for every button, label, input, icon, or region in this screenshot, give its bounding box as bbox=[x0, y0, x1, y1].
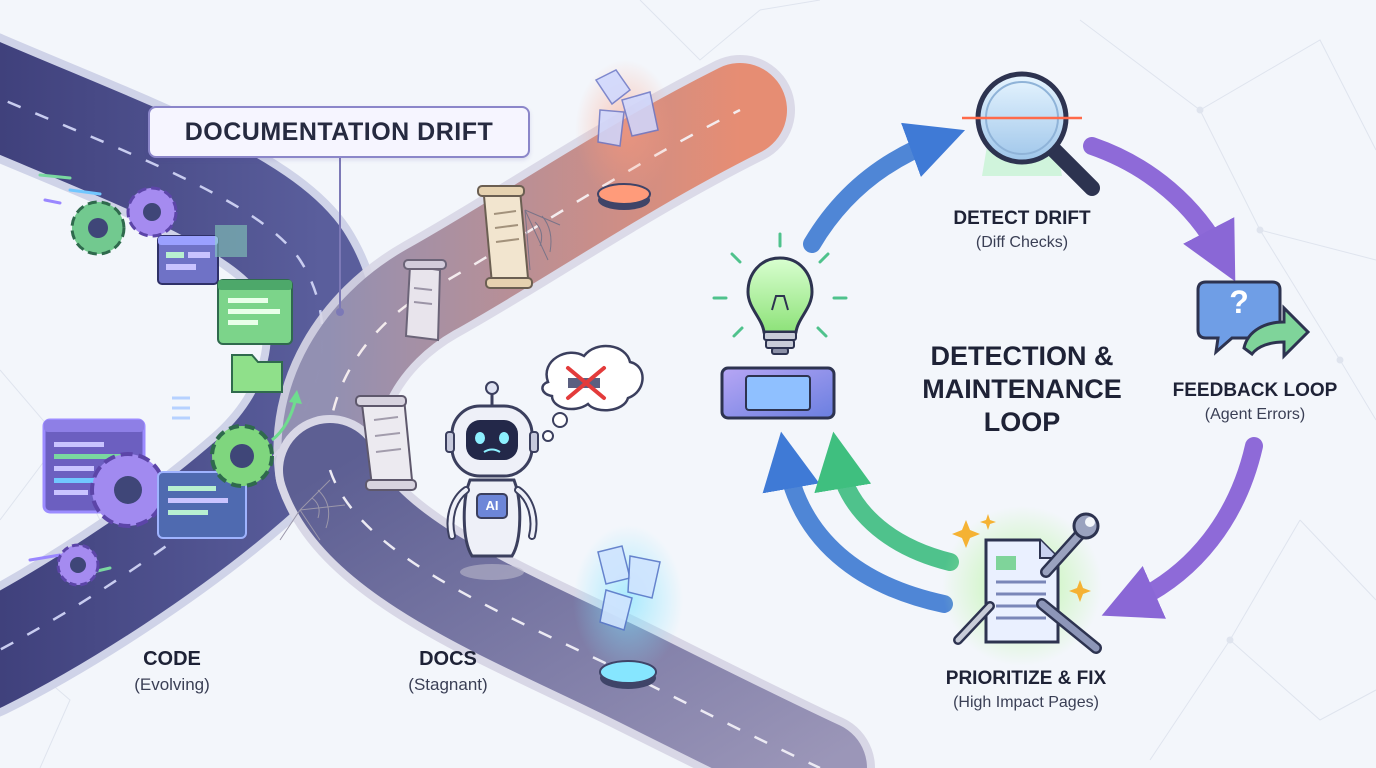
drift-title-box: DOCUMENTATION DRIFT bbox=[148, 106, 530, 158]
scroll-icon bbox=[355, 395, 417, 491]
question-mark-icon: ? bbox=[1229, 284, 1249, 320]
arrow-to-bulb-green bbox=[814, 431, 959, 571]
hologram-pad-icon bbox=[573, 525, 683, 689]
pen-icon bbox=[953, 598, 1102, 654]
wrench-icon bbox=[1040, 512, 1100, 578]
feedback-subtitle: (Agent Errors) bbox=[1204, 406, 1306, 423]
code-window-icon bbox=[157, 471, 247, 539]
code-decorations bbox=[28, 173, 302, 587]
detect-label: DETECT DRIFT (Diff Checks) bbox=[912, 208, 1132, 252]
arrow-to-prioritize bbox=[1101, 437, 1263, 619]
code-label: CODE (Evolving) bbox=[102, 648, 242, 695]
docs-decorations bbox=[279, 60, 683, 689]
detect-title: DETECT DRIFT bbox=[953, 208, 1091, 229]
reply-arrow-icon bbox=[1242, 304, 1311, 360]
loop-title-line1: DETECTION & bbox=[930, 341, 1114, 371]
document-icon bbox=[984, 538, 1060, 644]
code-title: CODE bbox=[143, 648, 201, 670]
loop-center-title: DETECTION & MAINTENANCE LOOP bbox=[902, 340, 1142, 439]
feedback-title: FEEDBACK LOOP bbox=[1172, 380, 1338, 401]
code-window-icon bbox=[157, 235, 219, 285]
code-subtitle: (Evolving) bbox=[134, 675, 210, 694]
scroll-icon bbox=[477, 185, 533, 289]
docs-label: DOCS (Stagnant) bbox=[378, 648, 518, 695]
gear-icon bbox=[56, 543, 100, 587]
detect-subtitle: (Diff Checks) bbox=[975, 234, 1069, 251]
robot-icon bbox=[445, 381, 539, 580]
hologram-pad-icon bbox=[575, 60, 675, 210]
drift-title: DOCUMENTATION DRIFT bbox=[184, 117, 494, 146]
docs-subtitle: (Stagnant) bbox=[408, 675, 488, 694]
gear-icon bbox=[126, 186, 178, 238]
cobweb-icon bbox=[279, 479, 346, 541]
scroll-icon bbox=[403, 259, 447, 342]
prioritize-label: PRIORITIZE & FIX (High Impact Pages) bbox=[894, 668, 1158, 712]
loop-arrows bbox=[762, 122, 1263, 619]
code-window-icon bbox=[217, 279, 293, 345]
arrow-to-feedback bbox=[1083, 137, 1236, 282]
robot-badge: AI bbox=[485, 498, 499, 513]
thought-bubble-icon bbox=[541, 344, 644, 442]
arrow-to-detect bbox=[803, 122, 966, 253]
docs-title: DOCS bbox=[419, 648, 477, 670]
cobweb-icon bbox=[524, 209, 561, 271]
prioritize-title: PRIORITIZE & FIX bbox=[945, 668, 1107, 689]
gear-icon bbox=[210, 424, 274, 488]
arrow-to-bulb-blue bbox=[762, 431, 953, 613]
gear-icon bbox=[90, 452, 166, 528]
prioritize-icon bbox=[942, 506, 1102, 666]
magnifier-icon bbox=[962, 71, 1100, 196]
gear-icon bbox=[70, 200, 126, 256]
loop-title-line3: LOOP bbox=[983, 407, 1061, 437]
prioritize-subtitle: (High Impact Pages) bbox=[953, 694, 1099, 711]
lightbulb-icon bbox=[712, 232, 848, 420]
feedback-label: FEEDBACK LOOP (Agent Errors) bbox=[1140, 380, 1370, 424]
loop-title-line2: MAINTENANCE bbox=[922, 374, 1122, 404]
folder-icon bbox=[231, 354, 283, 393]
